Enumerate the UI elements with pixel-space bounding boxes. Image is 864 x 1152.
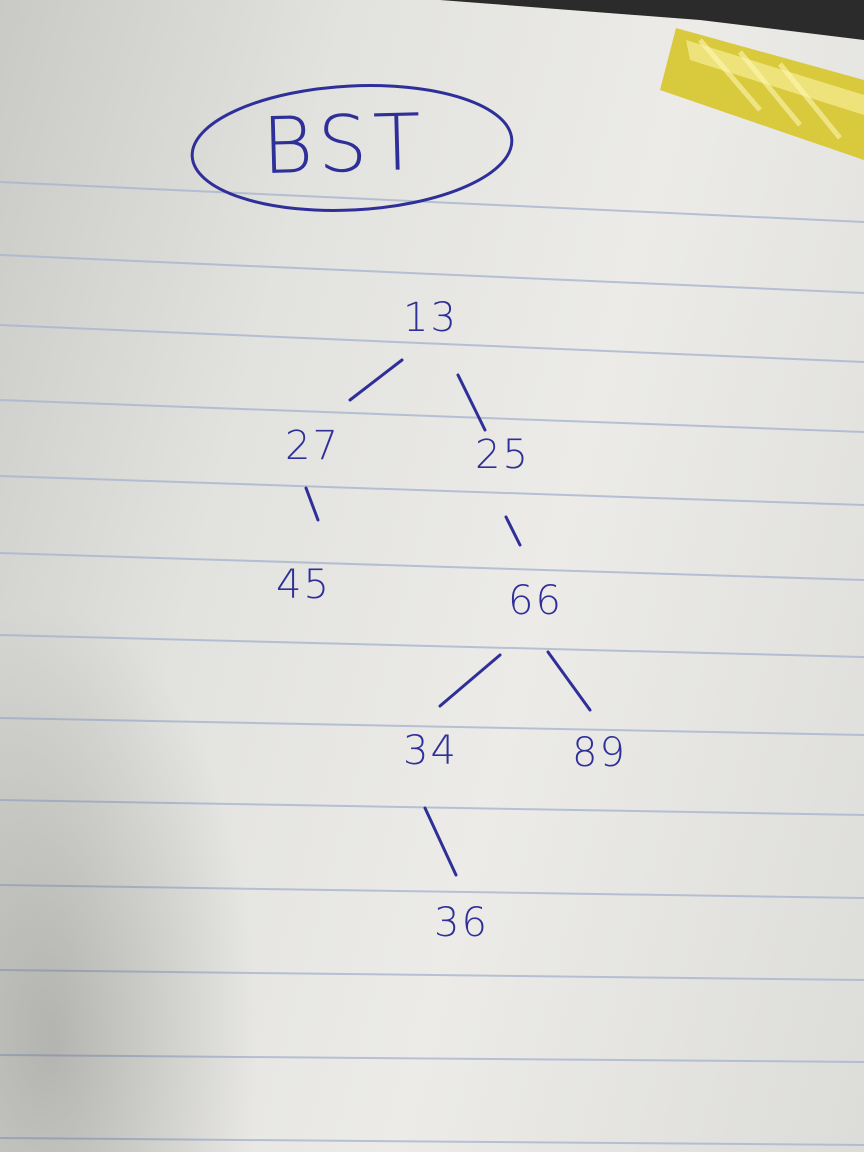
- edge-13-27: [348, 358, 404, 402]
- tree-node-right-child: 66: [508, 578, 563, 624]
- tree-node-right: 25: [475, 432, 530, 478]
- edge-25-66: [504, 515, 522, 547]
- tree-node-root: 13: [403, 295, 458, 341]
- tree-edges: [304, 358, 592, 877]
- edge-27-45: [304, 486, 320, 522]
- edge-13-25: [456, 373, 487, 432]
- title-circle: [190, 84, 514, 212]
- tree-node-rll: 36: [434, 900, 489, 946]
- ruled-lines: [0, 181, 864, 1146]
- page-title: BST: [260, 97, 429, 193]
- tree-node-rl: 34: [403, 728, 458, 774]
- tree-node-left: 27: [285, 423, 340, 469]
- tree-node-left-child: 45: [276, 562, 331, 608]
- edge-34-36: [423, 806, 458, 877]
- edge-66-89: [546, 650, 592, 712]
- pen-icon: [440, 0, 864, 160]
- tree-node-rr: 89: [572, 730, 627, 776]
- edge-66-34: [438, 653, 502, 708]
